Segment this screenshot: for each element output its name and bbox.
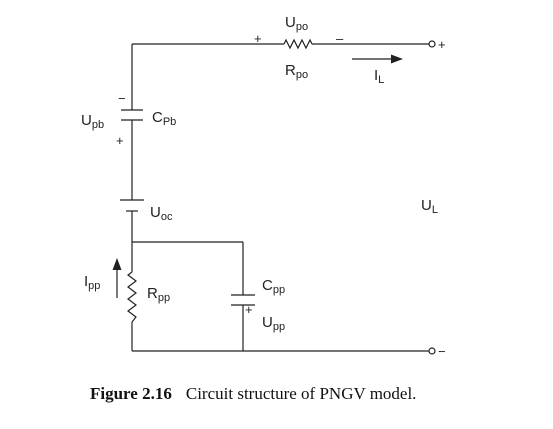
figure-number: Figure 2.16 [90, 384, 172, 403]
upo-minus-sign: – [336, 31, 344, 46]
ul-label: UL [421, 197, 438, 216]
cpp-capacitor [231, 294, 255, 306]
upo-plus-sign: + [254, 31, 262, 46]
positive-terminal [428, 40, 436, 48]
upb-plus-sign: + [116, 133, 124, 148]
il-arrow [352, 54, 403, 64]
negative-terminal-sign: − [438, 344, 446, 359]
rpo-resistor [283, 38, 313, 50]
cpb-capacitor [121, 109, 143, 121]
ipp-label: Ipp [84, 273, 100, 292]
upp-label: Upp [262, 314, 285, 333]
negative-terminal [428, 347, 436, 355]
cpb-label: CPb [152, 109, 176, 128]
rpp-label: Rpp [147, 285, 170, 304]
upo-label: Upo [285, 14, 308, 33]
ipp-arrow [112, 258, 122, 298]
rpo-label: Rpo [285, 62, 308, 81]
upb-minus-sign: − [118, 91, 126, 106]
cpp-label: Cpp [262, 277, 285, 296]
figure-caption: Figure 2.16 Circuit structure of PNGV mod… [90, 384, 416, 403]
il-label: IL [374, 67, 384, 86]
upb-label: Upb [81, 112, 104, 131]
figure-caption-text: Circuit structure of PNGV model. [186, 384, 417, 403]
rpp-resistor [127, 271, 137, 323]
uoc-label: Uoc [150, 204, 173, 223]
upp-plus-sign: + [245, 302, 253, 317]
rpp-cpp-block [131, 241, 429, 352]
uoc-source [120, 199, 144, 212]
positive-terminal-sign: + [438, 37, 446, 52]
